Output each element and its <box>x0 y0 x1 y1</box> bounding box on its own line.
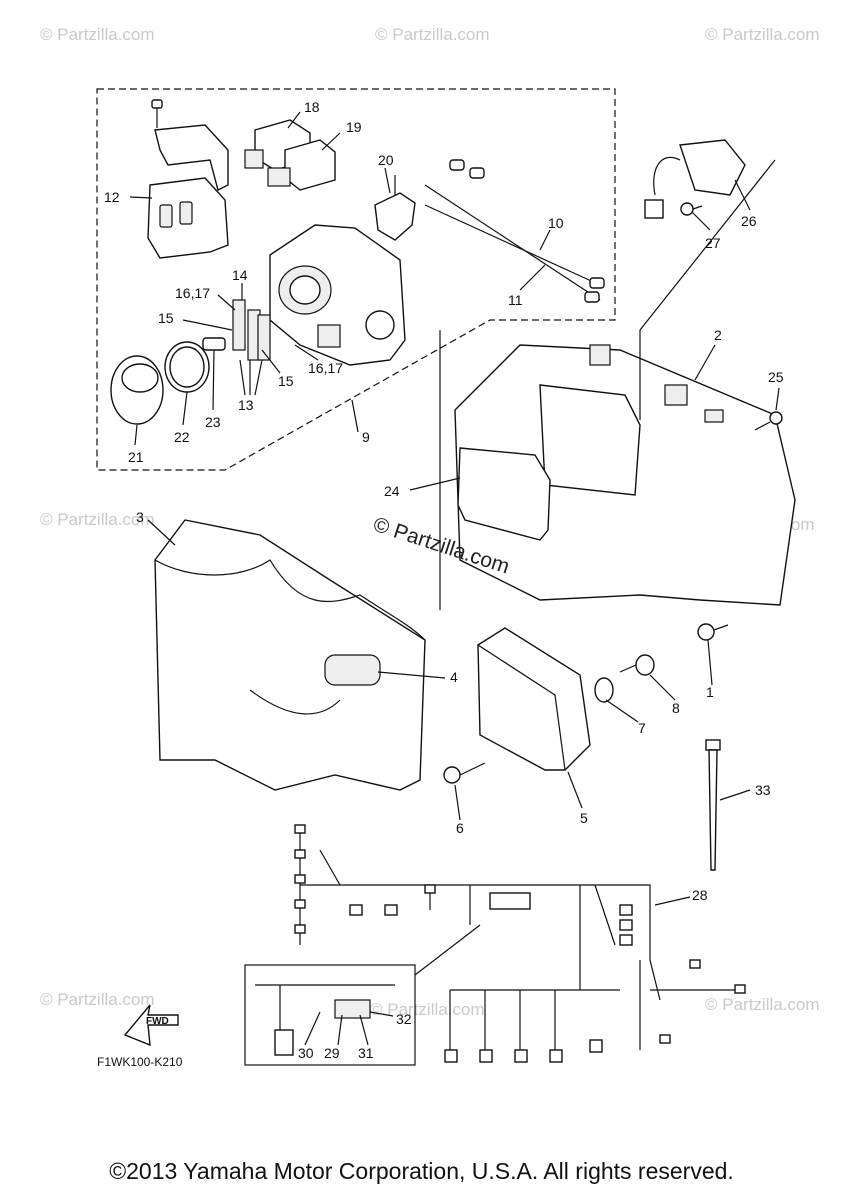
callout-3: 3 <box>136 509 144 525</box>
callout-1: 1 <box>706 684 714 700</box>
cap-part-21 <box>110 355 164 425</box>
watermark: © Partzilla.com <box>375 25 490 44</box>
ring-part-22 <box>164 341 210 393</box>
callout-5: 5 <box>580 810 588 826</box>
ecu-part-5 <box>477 627 591 771</box>
callout-12: 12 <box>104 189 120 205</box>
callout-26: 26 <box>741 213 757 229</box>
callout-2: 2 <box>714 327 722 343</box>
callout-22: 22 <box>174 429 190 445</box>
detail-inset <box>244 924 481 1066</box>
watermark: © Partzilla.com <box>705 25 820 44</box>
callout-28: 28 <box>692 887 708 903</box>
sensor-part-20 <box>374 175 416 241</box>
watermark: © Partzilla.com <box>40 990 155 1009</box>
callout-16-17b: 16,17 <box>308 360 343 376</box>
callout-30: 30 <box>298 1045 314 1061</box>
copyright-notice: ©2013 Yamaha Motor Corporation, U.S.A. A… <box>109 1158 734 1184</box>
assembly-frame <box>96 88 616 471</box>
callout-24: 24 <box>384 483 400 499</box>
diagram-code: F1WK100-K210 <box>97 1055 183 1069</box>
callout-10: 10 <box>548 215 564 231</box>
callout-21: 21 <box>128 449 144 465</box>
relay-part-19 <box>267 139 336 191</box>
wire-harness-part-28 <box>294 824 746 1063</box>
callout-15b: 15 <box>278 373 294 389</box>
watermark: © Partzilla.com <box>370 1000 485 1019</box>
fwd-arrow-icon: FWD <box>123 1004 179 1047</box>
callout-23: 23 <box>205 414 221 430</box>
callout-8: 8 <box>672 700 680 716</box>
callout-14: 14 <box>232 267 248 283</box>
callout-15a: 15 <box>158 310 174 326</box>
connector-part-14 <box>232 299 271 361</box>
collar-part-8 <box>619 654 655 676</box>
callout-16-17a: 16,17 <box>175 285 210 301</box>
watermark-group: © Partzilla.com © Partzilla.com © Partzi… <box>40 25 820 1019</box>
connector-part-23 <box>202 337 226 351</box>
leader-lines <box>129 111 780 1046</box>
cable-part-10-11 <box>424 159 605 303</box>
callout-20: 20 <box>378 152 394 168</box>
bolt-part-1 <box>697 623 729 641</box>
callout-33: 33 <box>755 782 771 798</box>
fwd-label: FWD <box>146 1016 169 1027</box>
callout-11: 11 <box>508 292 523 308</box>
cover-part-3 <box>154 519 426 791</box>
callout-6: 6 <box>456 820 464 836</box>
callout-25: 25 <box>768 369 784 385</box>
callout-27: 27 <box>705 235 721 251</box>
gasket-part-24 <box>457 447 551 541</box>
grommet-part-7 <box>594 677 614 703</box>
cable-tie-part-33 <box>705 739 721 871</box>
bolt-part-6 <box>443 762 486 784</box>
callout-7: 7 <box>638 720 646 736</box>
callout-4: 4 <box>450 669 458 685</box>
bolt-part-27 <box>680 202 703 216</box>
bolt-part-25 <box>754 411 783 431</box>
sensor-part-26 <box>644 139 746 219</box>
callout-18: 18 <box>304 99 320 115</box>
cover-part-12 <box>147 99 229 259</box>
callout-19: 19 <box>346 119 362 135</box>
callout-9: 9 <box>362 429 370 445</box>
watermark: © Partzilla.com <box>40 25 155 44</box>
watermark: © Partzilla.com <box>705 995 820 1014</box>
watermark: © Partzilla.com <box>40 510 155 529</box>
callout-13: 13 <box>238 397 254 413</box>
callout-29: 29 <box>324 1045 340 1061</box>
callout-32: 32 <box>396 1011 412 1027</box>
housing-part-9 <box>269 224 406 366</box>
callout-31: 31 <box>358 1045 374 1061</box>
callout-labels: 1 2 3 4 5 6 7 8 9 10 11 12 13 14 15 15 1… <box>104 99 784 1061</box>
